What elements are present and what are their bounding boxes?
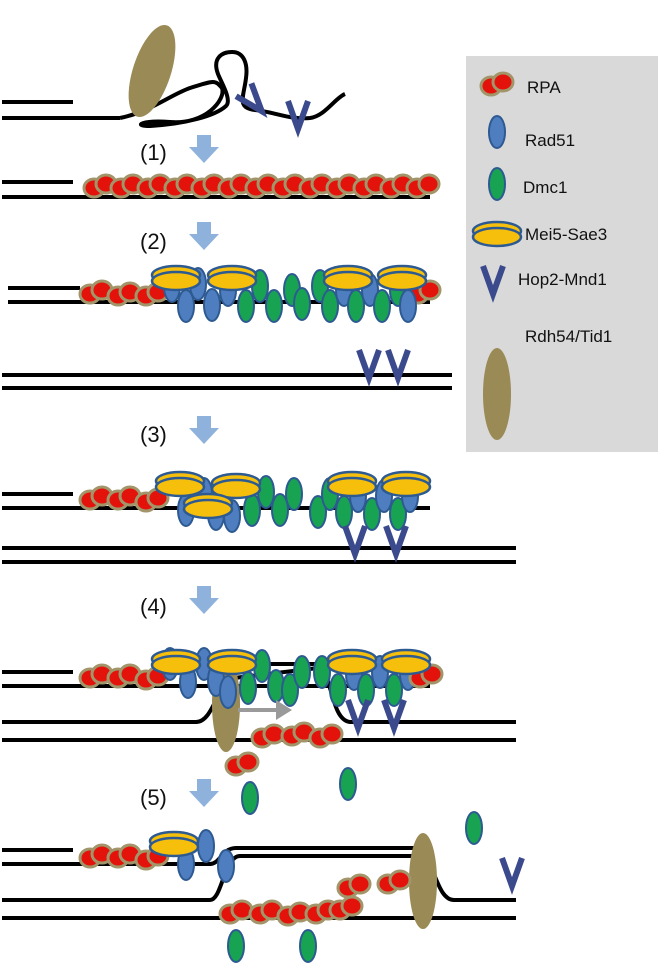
down-arrow-icon bbox=[189, 586, 219, 614]
step-3: (3) bbox=[2, 416, 516, 564]
displaced-rpa bbox=[224, 721, 344, 777]
legend-label: Rad51 bbox=[525, 131, 575, 150]
panel-initial bbox=[2, 24, 346, 129]
presynaptic-filament bbox=[78, 647, 444, 709]
step-label: (2) bbox=[140, 229, 167, 254]
rpa-filament bbox=[82, 173, 441, 199]
legend-item-hop2-mnd1: Hop2-Mnd1 bbox=[483, 266, 607, 294]
legend-label: RPA bbox=[527, 78, 561, 97]
mei5-sae3-icon bbox=[471, 220, 523, 248]
dmc1-icon bbox=[227, 929, 245, 963]
dmc1-icon bbox=[488, 167, 506, 201]
legend-label: Dmc1 bbox=[523, 178, 567, 197]
translocation-arrow-icon bbox=[238, 700, 292, 720]
legend-item-rad51: Rad51 bbox=[488, 115, 575, 150]
legend-label: Mei5-Sae3 bbox=[525, 225, 607, 244]
step-1: (1) bbox=[2, 135, 441, 199]
dmc1-icon bbox=[299, 929, 317, 963]
down-arrow-icon bbox=[189, 222, 219, 250]
rad51-icon bbox=[488, 115, 506, 149]
legend-item-rpa: RPA bbox=[479, 71, 561, 97]
legend-label: Hop2-Mnd1 bbox=[518, 270, 607, 289]
dna-strand bbox=[2, 854, 516, 902]
legend-item-dmc1: Dmc1 bbox=[488, 167, 567, 201]
hop2-mnd1-icon bbox=[288, 101, 308, 129]
rdh54-tid1-icon bbox=[128, 24, 176, 118]
rdh54-tid1-icon bbox=[483, 348, 511, 440]
step-label: (3) bbox=[140, 422, 167, 447]
presynaptic-filament bbox=[78, 470, 432, 533]
step-5: (5) bbox=[2, 779, 522, 963]
presynaptic-filament bbox=[78, 264, 442, 323]
down-arrow-icon bbox=[189, 779, 219, 807]
legend-label: Rdh54/Tid1 bbox=[525, 327, 612, 346]
legend-item-mei5-sae3: Mei5-Sae3 bbox=[471, 220, 607, 248]
dmc1-icon bbox=[465, 811, 483, 845]
hop2-mnd1-icon bbox=[236, 83, 269, 117]
dmc1-icon bbox=[339, 767, 357, 801]
down-arrow-icon bbox=[189, 416, 219, 444]
filament-remnant bbox=[78, 829, 235, 883]
dmc1-icon bbox=[241, 781, 259, 815]
down-arrow-icon bbox=[189, 135, 219, 163]
legend-item-rdh54-tid1: Rdh54/Tid1 bbox=[483, 327, 612, 440]
legend-panel: RPA Rad51 Dmc1 Mei5-Sae3 Hop2-Mnd1 Rdh54… bbox=[466, 56, 658, 452]
rdh54-tid1-icon bbox=[409, 833, 437, 929]
hop2-mnd1-icon bbox=[502, 858, 522, 886]
step-label: (5) bbox=[140, 785, 167, 810]
step-label: (4) bbox=[140, 594, 167, 619]
step-label: (1) bbox=[140, 140, 167, 165]
step-2: (2) bbox=[2, 222, 452, 390]
step-4: (4) bbox=[2, 586, 516, 815]
